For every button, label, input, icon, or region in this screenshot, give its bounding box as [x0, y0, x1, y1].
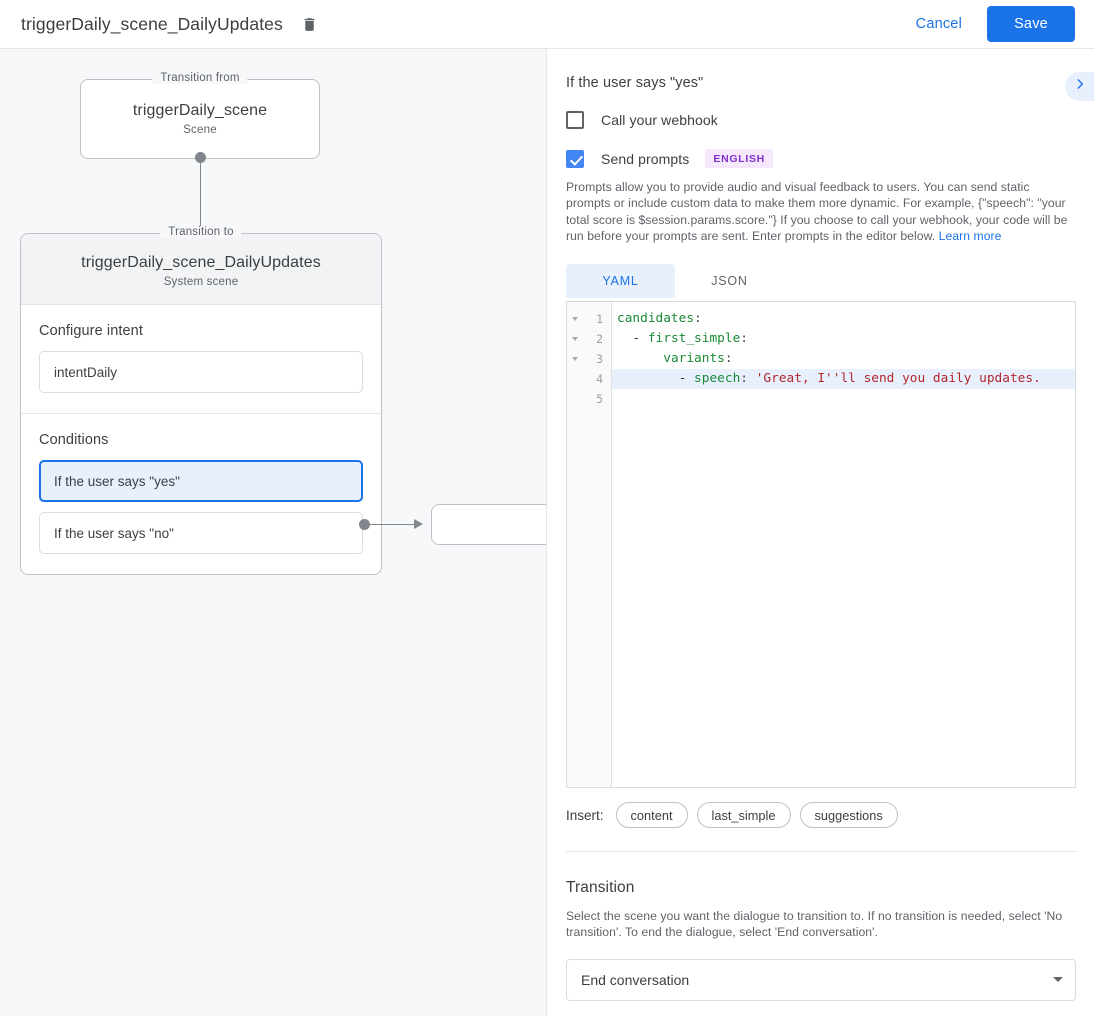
- webhook-row[interactable]: Call your webhook: [566, 111, 1076, 129]
- condition-item-no[interactable]: If the user says "no": [39, 512, 363, 554]
- tab-json[interactable]: JSON: [711, 274, 748, 289]
- insert-label: Insert:: [566, 807, 604, 823]
- insert-chips-row: Insert: content last_simple suggestions: [566, 802, 1076, 829]
- transition-description: Select the scene you want the dialogue t…: [566, 909, 1063, 940]
- conditions-label: Conditions: [39, 432, 109, 448]
- panel-body: Call your webhook Send prompts ENGLISH P…: [548, 111, 1094, 1001]
- top-bar: triggerDaily_scene_DailyUpdates Cancel S…: [0, 0, 1094, 49]
- expand-panel-button[interactable]: [1065, 72, 1094, 101]
- editor-line-number: 1: [567, 309, 611, 329]
- transition-select-value: End conversation: [581, 971, 690, 988]
- transition-from-node[interactable]: Transition from triggerDaily_scene Scene: [80, 72, 320, 159]
- code-token: [617, 351, 663, 366]
- editor-format-tabs: YAML JSON: [566, 264, 1076, 299]
- editor-line-number: 5: [596, 392, 603, 407]
- configure-intent-section: Configure intent intentDaily: [21, 305, 381, 413]
- insert-chip-suggestions[interactable]: suggestions: [799, 802, 898, 829]
- condition-detail-panel: If the user says "yes" Call your webhook…: [548, 49, 1094, 1016]
- code-token: -: [617, 331, 648, 347]
- delete-button[interactable]: [297, 11, 323, 37]
- transition-to-legend: Transition to: [160, 226, 242, 238]
- language-badge: ENGLISH: [705, 149, 773, 168]
- panel-divider: [566, 851, 1076, 853]
- editor-code-line[interactable]: variants:: [612, 349, 1075, 369]
- webhook-label: Call your webhook: [601, 112, 718, 128]
- cancel-button[interactable]: Cancel: [904, 8, 974, 40]
- insert-chip-content[interactable]: content: [615, 802, 688, 829]
- edge-vertical-line: [200, 157, 201, 260]
- transition-to-header: Transition to triggerDaily_scene_DailyUp…: [21, 226, 381, 305]
- transition-select[interactable]: End conversation: [566, 958, 1076, 1001]
- transition-to-node[interactable]: Transition to triggerDaily_scene_DailyUp…: [20, 226, 382, 575]
- send-prompts-checkbox[interactable]: [566, 149, 584, 168]
- webhook-checkbox[interactable]: [566, 111, 584, 129]
- code-token: :: [724, 351, 733, 367]
- edge-horizontal-line: [366, 524, 416, 525]
- page-title: triggerDaily_scene_DailyUpdates: [21, 13, 283, 34]
- condition-item-yes[interactable]: If the user says "yes": [39, 460, 363, 502]
- insert-chip-last-simple[interactable]: last_simple: [696, 802, 791, 829]
- prompts-description-text: Prompts allow you to provide audio and v…: [566, 180, 1068, 243]
- editor-code-area[interactable]: candidates: - first_simple: variants: - …: [612, 302, 1075, 787]
- edge-arrow-right-icon: [414, 519, 423, 529]
- code-token: -: [617, 371, 695, 387]
- send-prompts-label: Send prompts: [601, 150, 690, 167]
- transition-from-title: triggerDaily_scene: [132, 102, 268, 119]
- intent-field[interactable]: intentDaily: [39, 351, 363, 393]
- code-token: 'Great, I''ll send you daily updates.: [755, 371, 1041, 387]
- code-token: first_simple: [647, 331, 741, 347]
- fold-triangle-icon[interactable]: [572, 336, 578, 341]
- configure-intent-label: Configure intent: [39, 323, 143, 339]
- chevron-right-icon: [1073, 77, 1087, 96]
- trash-icon: [301, 16, 318, 33]
- send-prompts-row[interactable]: Send prompts ENGLISH: [566, 149, 1076, 168]
- editor-code-line[interactable]: [612, 389, 1075, 409]
- code-token: :: [740, 371, 756, 387]
- save-button[interactable]: Save: [987, 6, 1075, 42]
- learn-more-link[interactable]: Learn more: [938, 228, 1002, 243]
- scene-graph-canvas[interactable]: Transition from triggerDaily_scene Scene…: [0, 49, 547, 1016]
- transition-target-node[interactable]: [431, 504, 546, 545]
- fold-triangle-icon[interactable]: [572, 356, 578, 361]
- transition-section-title: Transition: [566, 879, 635, 897]
- fold-triangle-icon[interactable]: [572, 316, 578, 321]
- transition-to-subtitle: System scene: [163, 276, 239, 288]
- code-token: :: [740, 331, 748, 347]
- editor-code-line[interactable]: - speech: 'Great, I''ll send you daily u…: [612, 369, 1075, 390]
- editor-code-line[interactable]: candidates:: [612, 309, 1075, 329]
- code-token: speech: [694, 371, 741, 387]
- editor-line-number: 4: [596, 372, 603, 387]
- conditions-section: Conditions If the user says "yes" If the…: [21, 413, 381, 574]
- prompts-description: Prompts allow you to provide audio and v…: [566, 179, 1076, 244]
- editor-line-number: 2: [567, 329, 611, 349]
- transition-to-title: triggerDaily_scene_DailyUpdates: [81, 254, 321, 271]
- transition-from-legend: Transition from: [152, 72, 248, 84]
- code-token: :: [694, 311, 702, 327]
- editor-line-number: 3: [567, 349, 611, 369]
- transition-from-subtitle: Scene: [183, 124, 217, 136]
- code-token: variants: [663, 351, 725, 367]
- editor-code-line[interactable]: - first_simple:: [612, 329, 1075, 349]
- chevron-down-icon: [1053, 977, 1063, 983]
- tab-yaml[interactable]: YAML: [566, 264, 675, 299]
- code-token: candidates: [617, 311, 695, 327]
- panel-title: If the user says "yes": [566, 75, 704, 91]
- condition-edge-dot: [359, 519, 370, 530]
